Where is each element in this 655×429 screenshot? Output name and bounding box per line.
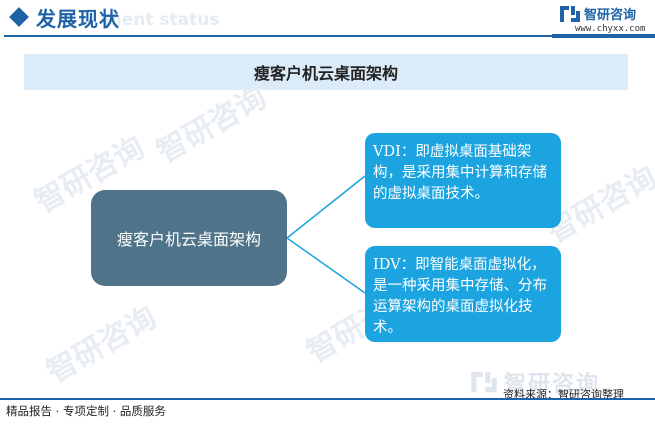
root-node: 瘦客户机云桌面架构 [91, 190, 287, 286]
leaf-node-vdi: VDI：即虚拟桌面基础架构，是采用集中计算和存储的虚拟桌面技术。 [365, 133, 561, 228]
logo-watermark-icon [471, 371, 497, 393]
header-subtitle-en: ment status [104, 10, 220, 30]
header-divider-accent [552, 34, 655, 38]
logo-url: www.chyxx.com [575, 24, 646, 34]
header: ment status 发展现状 智研咨询 www.chyxx.com [0, 0, 655, 44]
footer-slogan: 精品报告 · 专项定制 · 品质服务 [6, 404, 166, 418]
footer-divider [0, 398, 655, 400]
root-node-label: 瘦客户机云桌面架构 [116, 230, 261, 249]
logo-icon [560, 5, 580, 22]
leaf-node-idv-text: IDV：即智能桌面虚拟化，是一种采用集中存储、分布运算架构的桌面虚拟化技术。 [373, 257, 547, 336]
leaf-node-idv: IDV：即智能桌面虚拟化，是一种采用集中存储、分布运算架构的桌面虚拟化技术。 [365, 246, 561, 342]
diagram-title: 瘦客户机云桌面架构 [253, 64, 398, 83]
source-logo-text: 智研咨询 [504, 372, 601, 397]
source-logo-watermark: 智研咨询 [470, 366, 600, 398]
connector-line-vdi [286, 175, 366, 239]
leaf-node-vdi-text: VDI：即虚拟桌面基础架构，是采用集中计算和存储的虚拟桌面技术。 [373, 144, 547, 202]
logo-name: 智研咨询 [584, 8, 637, 23]
page-title: 发展现状 [36, 7, 120, 31]
diagram-title-banner: 瘦客户机云桌面架构 [24, 54, 628, 90]
header-divider [4, 35, 552, 37]
connector-line-idv [286, 237, 366, 294]
brand-logo: 智研咨询 [559, 4, 636, 23]
data-source: 资料来源：智研咨询整理 [503, 388, 624, 401]
